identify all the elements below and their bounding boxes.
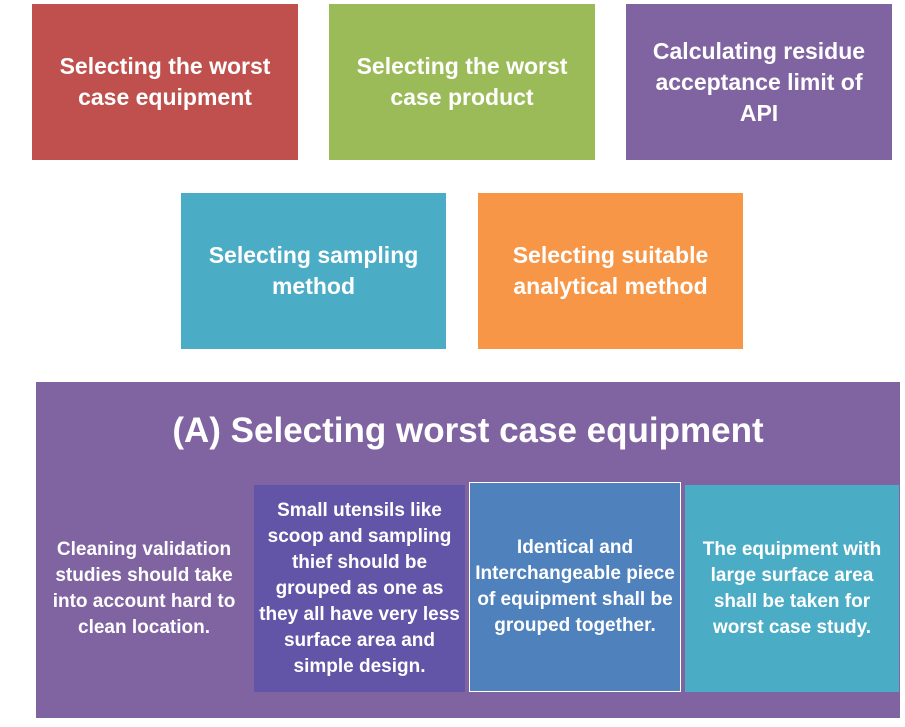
- step-label: Calculating residue acceptance limit of …: [652, 37, 866, 126]
- step-box-worst-case-equipment: Selecting the worst case equipment: [32, 4, 298, 160]
- criteria-cell-identical-equipment: Identical and Interchangeable piece of e…: [469, 482, 681, 692]
- step-box-worst-case-product: Selecting the worst case product: [329, 4, 595, 160]
- criteria-text: Cleaning validation studies should take …: [52, 538, 236, 638]
- step-label: Selecting sampling method: [208, 242, 419, 299]
- step-box-analytical-method: Selecting suitable analytical method: [478, 193, 743, 349]
- criteria-cell-hard-to-clean: Cleaning validation studies should take …: [38, 485, 250, 692]
- step-label: Selecting suitable analytical method: [512, 242, 709, 299]
- criteria-text: Identical and Interchangeable piece of e…: [475, 537, 675, 636]
- step-label: Selecting the worst case equipment: [59, 53, 271, 110]
- criteria-text: Small utensils like scoop and sampling t…: [259, 499, 460, 677]
- step-box-residue-acceptance-limit: Calculating residue acceptance limit of …: [626, 4, 892, 160]
- criteria-text: The equipment with large surface area sh…: [702, 538, 882, 638]
- step-label: Selecting the worst case product: [356, 53, 568, 110]
- step-box-sampling-method: Selecting sampling method: [181, 193, 446, 349]
- section-title: (A) Selecting worst case equipment: [172, 411, 764, 450]
- criteria-cell-small-utensils: Small utensils like scoop and sampling t…: [254, 485, 465, 692]
- criteria-cell-large-surface-area: The equipment with large surface area sh…: [685, 485, 899, 692]
